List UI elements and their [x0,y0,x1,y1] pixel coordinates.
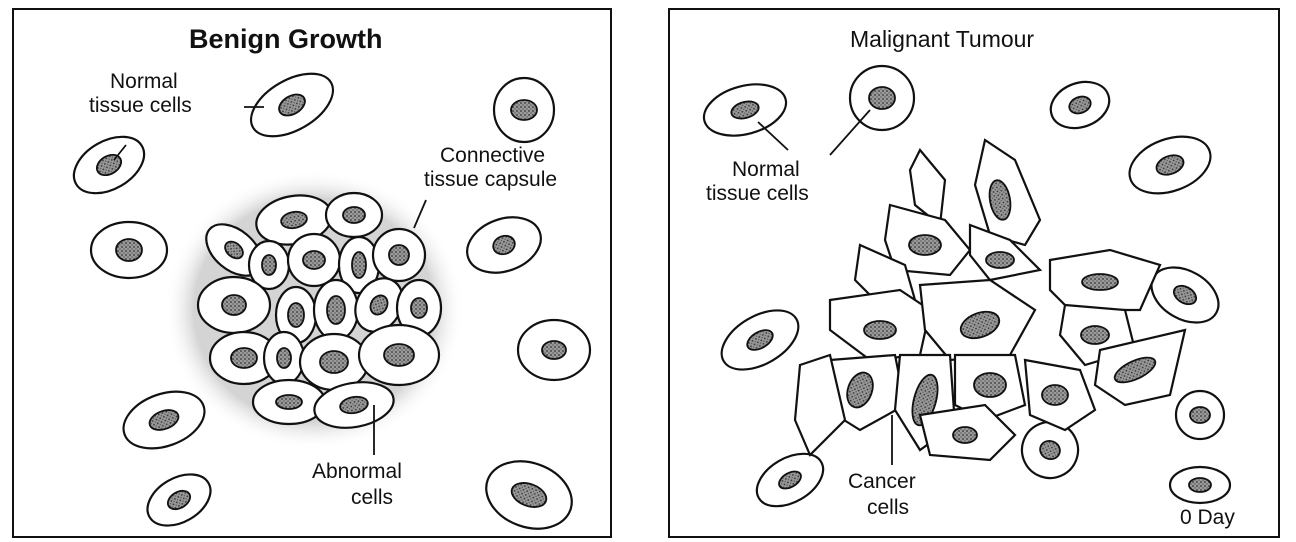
cancer-label-line1: Cancer [848,470,916,493]
benign-growth-illustration [14,10,612,538]
normal-cells-leader [758,122,788,150]
panel-title: Benign Growth [189,24,382,54]
panel-title: Malignant Tumour [850,26,1034,52]
benign-growth-panel: Benign Growth Normal tissue cells Connec… [12,8,612,538]
cancer-label-line2: cells [867,496,909,519]
normal-cells-label-line1: Normal [110,70,178,93]
normal-cells-label-line2: tissue cells [89,94,192,117]
capsule-label-line2: tissue capsule [424,168,557,191]
malignant-tumour-illustration [670,10,1280,538]
abnormal-label-line2: cells [351,486,393,509]
day-label: 0 Day [1180,506,1235,529]
abnormal-label-line1: Abnormal [312,460,402,483]
malignant-tumour-panel: Malignant Tumour Normal tissue cells Can… [668,8,1280,538]
cancer-cells-mass [795,140,1185,460]
normal-cells-label-line2: tissue cells [706,182,809,205]
capsule-label-line1: Connective [440,144,545,167]
normal-cells-leader-2 [830,110,870,155]
normal-cells-label-line1: Normal [732,158,800,181]
